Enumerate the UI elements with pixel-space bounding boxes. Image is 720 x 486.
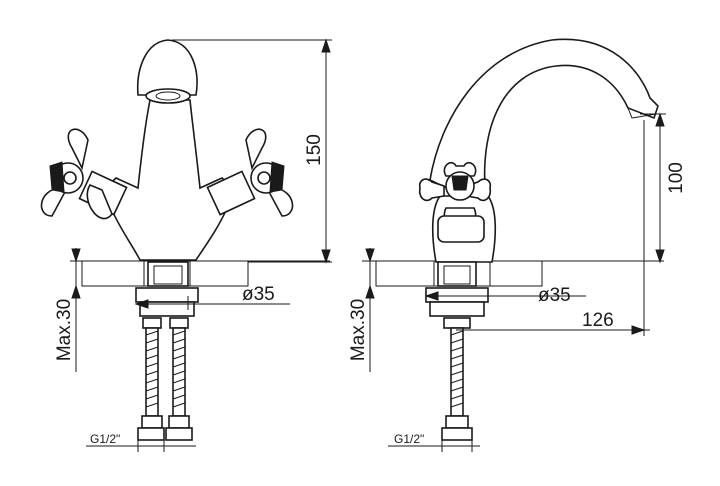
side-view: 100 126 Max.30 ø35 G1/2" [348,38,687,452]
cross-handle-right [206,128,294,217]
mixer-body [96,99,242,261]
height-label: 150 [304,134,325,166]
dimension-hole-left: ø35 [134,284,290,310]
front-view: 150 Max.30 ø35 G1/2" [40,38,332,452]
mounting-nut [135,287,199,303]
hole-diameter-label-left: ø35 [242,284,275,305]
hole-diameter-label-right: ø35 [538,285,571,306]
supply-hoses [137,317,193,441]
side-supply-hose [441,317,473,441]
countertop-section-right [189,260,249,287]
spout [429,38,659,201]
dimension-hole-right: ø35 [424,285,586,306]
dimension-height: 150 [172,38,332,264]
spout-height-label: 100 [666,162,687,194]
countertop-section-side-right [489,260,543,287]
max-thickness-label-right: Max.30 [348,299,369,361]
dimension-thread-left: G1/2" [86,432,196,452]
dimension-spout-height: 100 [640,112,687,264]
dimension-thread-right: G1/2" [388,432,480,452]
lever-cap [136,39,198,96]
dimension-max-thickness-right: Max.30 [348,248,375,372]
cross-handle-left [40,128,128,220]
max-thickness-label-left: Max.30 [54,299,75,361]
countertop-section-side-left [375,260,435,287]
dimension-reach: 126 [456,120,650,336]
countertop-section-left [81,260,145,287]
thread-label-right: G1/2" [394,432,424,446]
reach-label: 126 [582,310,614,331]
thread-label-left: G1/2" [90,432,120,446]
dimension-max-thickness-left: Max.30 [54,248,81,372]
cross-handle-side [418,161,492,243]
